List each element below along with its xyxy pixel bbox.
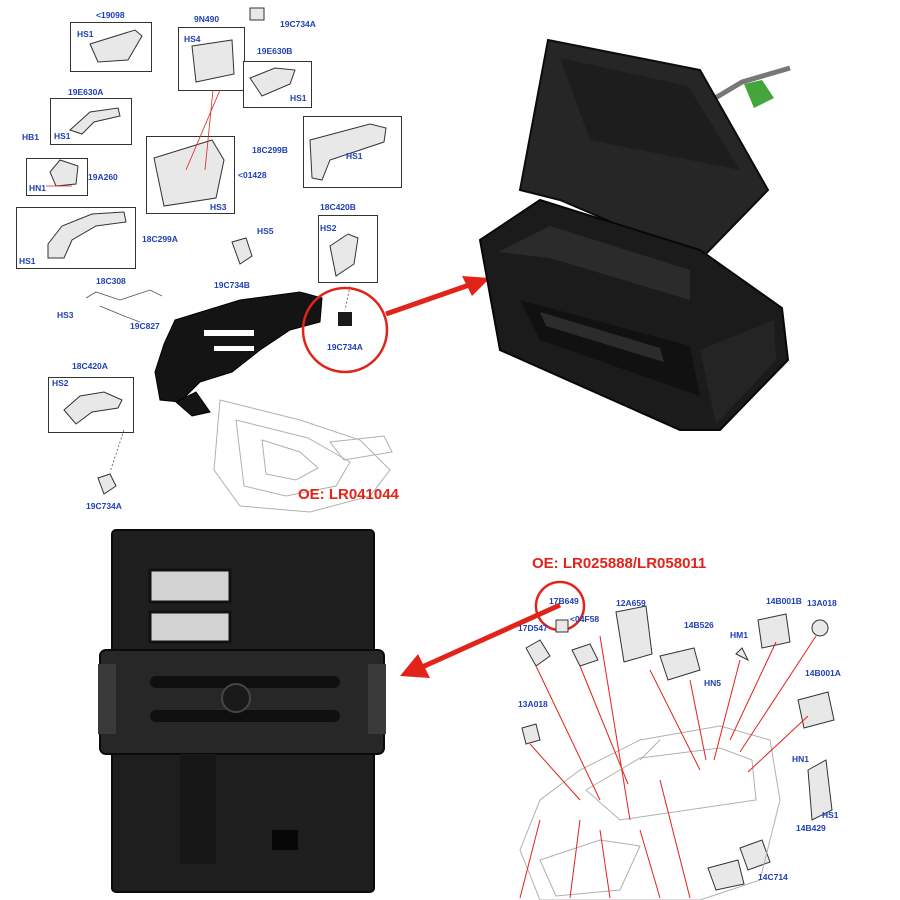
label-17d547: 17D547 xyxy=(518,623,548,633)
label-hs1: HS1 xyxy=(822,810,839,820)
label-hs3: HS3 xyxy=(57,310,74,320)
label-14b001a: 14B001A xyxy=(805,668,841,678)
label-18c308: 18C308 xyxy=(96,276,126,286)
label-14b526: 14B526 xyxy=(684,620,714,630)
label-9n490: 9N490 xyxy=(194,14,220,24)
label-19c827: 19C827 xyxy=(130,321,160,331)
label-19098: <19098 xyxy=(96,10,125,20)
label-14c714: 14C714 xyxy=(758,872,788,882)
label-14b429: 14B429 xyxy=(796,823,826,833)
label-17b649: 17B649 xyxy=(549,596,579,606)
label-13a018: 13A018 xyxy=(518,699,548,709)
label-hb1: HB1 xyxy=(22,132,40,142)
label-19a260: 19A260 xyxy=(88,172,118,182)
label-hs1: HS1 xyxy=(77,29,94,39)
label-18c299b: 18C299B xyxy=(252,145,288,155)
label-hm1: HM1 xyxy=(730,630,748,640)
label-19e630a: 19E630A xyxy=(68,87,104,97)
label-13a018: 13A018 xyxy=(807,598,837,608)
label-04f58: <04F58 xyxy=(570,614,600,624)
label-14b001b: 14B001B xyxy=(766,596,802,606)
label-hs2: HS2 xyxy=(320,223,337,233)
label-19e630b: 19E630B xyxy=(257,46,293,56)
label-hn1: HN1 xyxy=(29,183,47,193)
label-hs3: HS3 xyxy=(210,202,227,212)
label-19c734b: 19C734B xyxy=(214,280,250,290)
label-hs5: HS5 xyxy=(257,226,274,236)
oe-label-bottom: OE: LR025888/LR058011 xyxy=(532,555,707,572)
label-18c420b: 18C420B xyxy=(320,202,356,212)
label-19c734a: 19C734A xyxy=(86,501,122,511)
label-hs1: HS1 xyxy=(290,93,307,103)
label-18c299a: 18C299A xyxy=(142,234,178,244)
oe-label-top: OE: LR041044 xyxy=(298,486,399,503)
label-19c734a: 19C734A xyxy=(280,19,316,29)
label-01428: <01428 xyxy=(238,170,267,180)
label-18c420a: 18C420A xyxy=(72,361,108,371)
label-hs4: HS4 xyxy=(184,34,201,44)
label-hs1: HS1 xyxy=(346,151,363,161)
label-hs2: HS2 xyxy=(52,378,69,388)
label-19c734a: 19C734A xyxy=(327,342,363,352)
label-12a659: 12A659 xyxy=(616,598,646,608)
label-hs1: HS1 xyxy=(19,256,36,266)
label-hn1: HN1 xyxy=(792,754,810,764)
label-hs1: HS1 xyxy=(54,131,71,141)
label-hn5: HN5 xyxy=(704,678,722,688)
